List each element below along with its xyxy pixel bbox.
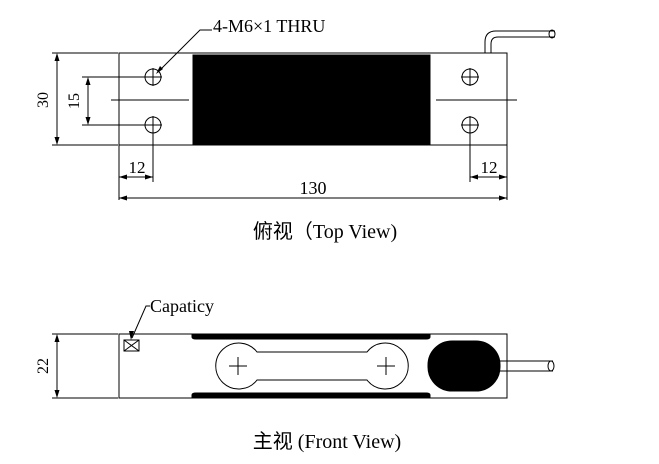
top-view-caption: 俯视（Top View)	[253, 220, 397, 243]
dim-length-label: 130	[300, 178, 327, 198]
capacity-marker	[123, 339, 140, 352]
mounting-hole	[461, 116, 479, 134]
top-view	[52, 29, 556, 201]
front-view-cable-end	[547, 360, 555, 372]
top-view-cable-end	[548, 29, 556, 39]
dim-hole-pitch-label: 15	[66, 93, 83, 109]
front-view-slot	[215, 342, 409, 390]
capacity-label: Capaticy	[150, 296, 214, 316]
top-view-body	[118, 52, 508, 146]
dim-left-offset-label: 12	[129, 158, 146, 177]
top-view-gauge-area	[192, 54, 431, 145]
dim-front-height-label: 22	[35, 358, 52, 374]
hole-callout-leader	[157, 29, 212, 73]
front-view	[52, 305, 555, 399]
hole-callout-label: 4-M6×1 THRU	[213, 16, 325, 36]
mounting-hole	[144, 116, 162, 134]
front-view-cable	[500, 360, 553, 372]
front-view-cable-boss	[427, 340, 501, 392]
front-view-caption: 主视 (Front View)	[253, 430, 401, 453]
dim-right-offset-label: 12	[481, 158, 498, 177]
capacity-leader	[131, 305, 150, 339]
front-view-bottom-band	[191, 392, 431, 399]
front-view-top-band	[191, 333, 431, 340]
dim-height-label: 30	[35, 92, 52, 108]
top-view-cable	[484, 30, 555, 53]
mounting-hole	[461, 68, 479, 86]
